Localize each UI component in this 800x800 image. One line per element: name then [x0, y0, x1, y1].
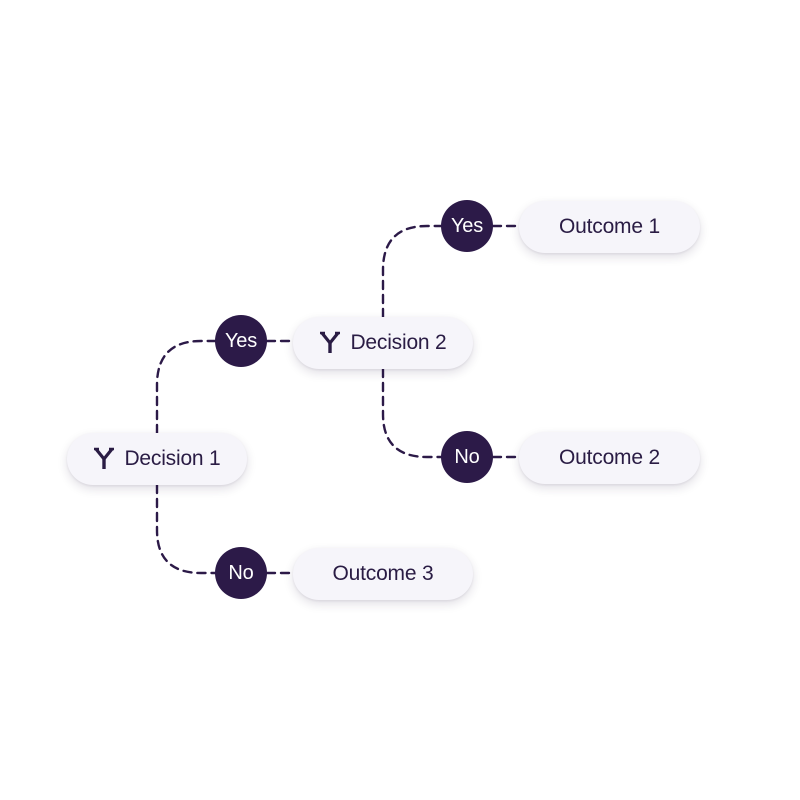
yes-branch-label: Yes	[450, 214, 484, 237]
yes-branch-badge[interactable]: Yes	[441, 200, 493, 252]
yes-branch-badge[interactable]: Yes	[215, 315, 267, 367]
branch-icon	[319, 331, 341, 355]
decision-1-node[interactable]: Decision 1	[67, 433, 247, 485]
decision-1-label: Decision 1	[124, 447, 221, 470]
decision-2-node[interactable]: Decision 2	[293, 317, 473, 369]
connector-decision2-yes	[381, 224, 443, 319]
outcome-1-node[interactable]: Outcome 1	[519, 201, 700, 253]
no-branch-label: No	[454, 445, 480, 468]
outcome-2-label: Outcome 2	[559, 446, 660, 469]
decision-2-label: Decision 2	[350, 331, 447, 354]
outcome-1-label: Outcome 1	[559, 215, 660, 238]
no-branch-badge[interactable]: No	[441, 431, 493, 483]
yes-branch-label: Yes	[224, 329, 258, 352]
no-branch-badge[interactable]: No	[215, 547, 267, 599]
connector-decision1-no	[155, 483, 217, 575]
connector-decision1-yes	[155, 339, 217, 435]
outcome-2-node[interactable]: Outcome 2	[519, 432, 700, 484]
connector-decision2-no	[381, 367, 443, 459]
no-branch-label: No	[228, 561, 254, 584]
branch-icon	[93, 447, 115, 471]
outcome-3-node[interactable]: Outcome 3	[293, 548, 473, 600]
outcome-3-label: Outcome 3	[332, 562, 434, 585]
